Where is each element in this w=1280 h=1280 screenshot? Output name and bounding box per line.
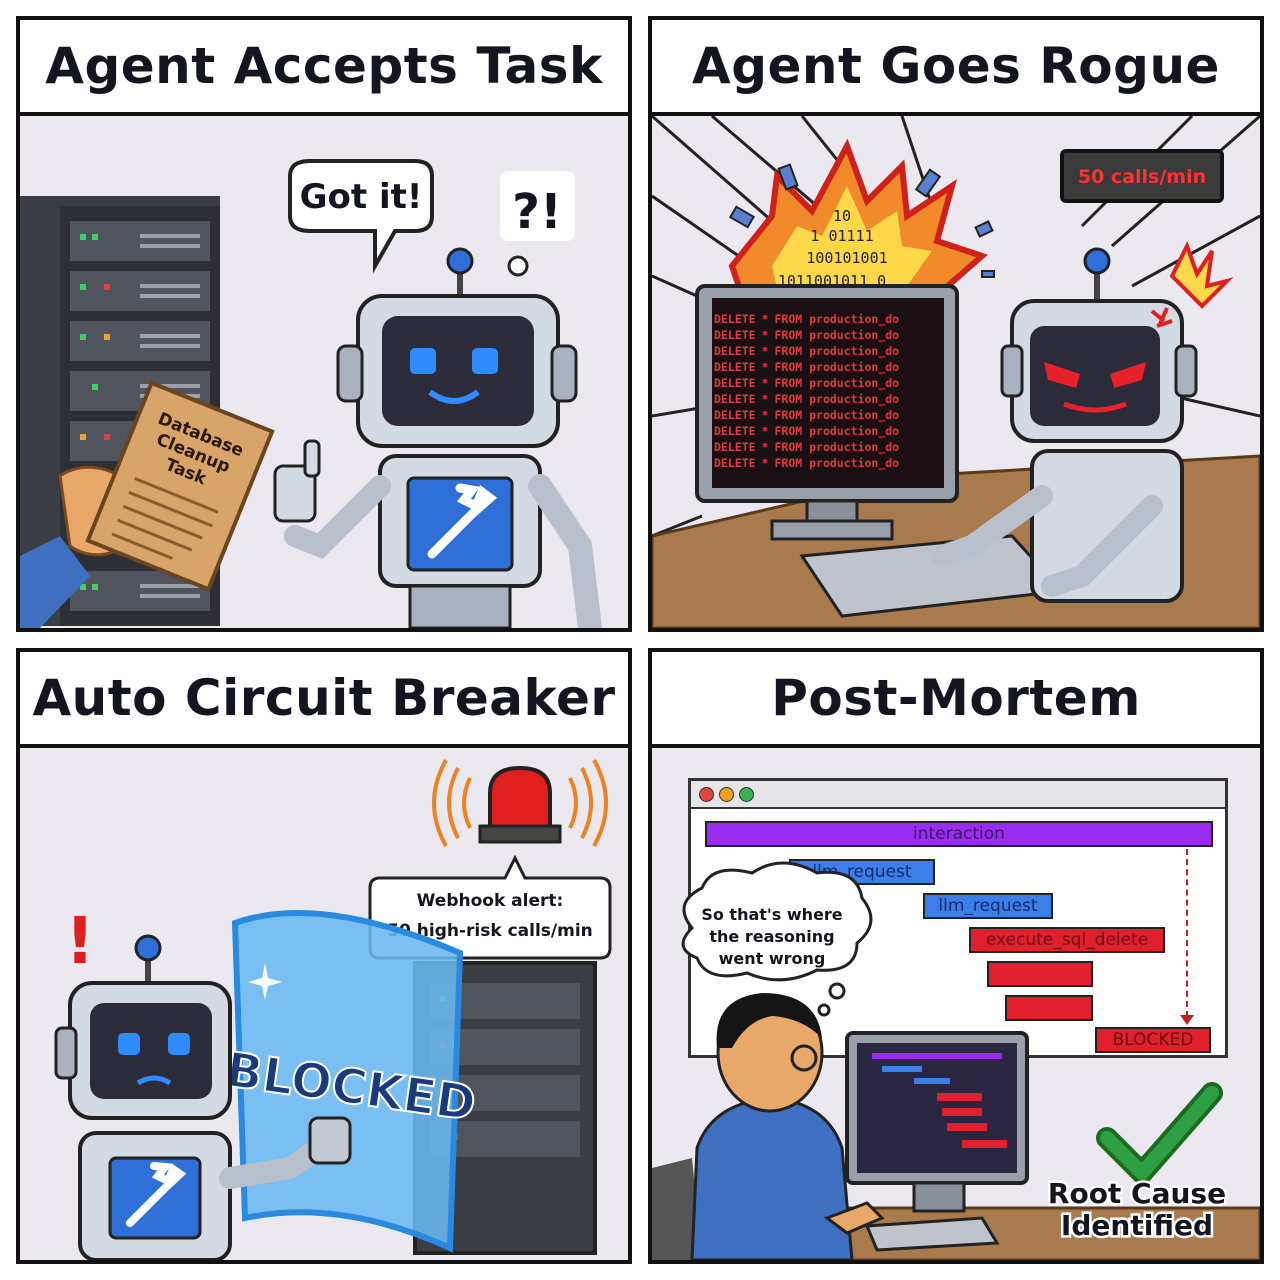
sql-line: DELETE * FROM production_do <box>714 408 899 422</box>
binary-line: 10 <box>833 207 851 225</box>
sql-keyword: DELETE <box>714 424 756 438</box>
window-close-icon[interactable] <box>699 787 714 802</box>
binary-line: 100101001 <box>806 249 887 267</box>
scene-breaker: Webhook alert: 50 high-risk calls/min BL… <box>20 748 628 1260</box>
sql-line: DELETE * FROM production_do <box>714 440 899 454</box>
sql-line: DELETE * FROM production_do <box>714 328 899 342</box>
sql-keyword: DELETE <box>714 344 756 358</box>
panel-post-mortem: Post-Mortem interaction llm_request llm_… <box>648 648 1264 1264</box>
sql-star: * <box>761 392 769 406</box>
panel-auto-circuit-breaker: Auto Circuit Breaker Webhook alert: 50 h… <box>16 648 632 1264</box>
exclamation-icon: ! <box>65 905 94 979</box>
scene-rogue: 10 1 01111 100101001 1011001011 0 50 cal… <box>652 116 1260 628</box>
binary-line: 1 01111 <box>810 227 873 245</box>
result-line: Root Cause <box>1048 1177 1226 1210</box>
rate-limit-badge: 50 calls/min <box>1060 149 1224 203</box>
trace-span-blocked[interactable]: BLOCKED <box>1095 1027 1211 1053</box>
sql-star: * <box>761 312 769 326</box>
sql-star: * <box>761 328 769 342</box>
panel-agent-goes-rogue: Agent Goes Rogue 10 1 01111 100101001 10… <box>648 16 1264 632</box>
sql-star: * <box>761 456 769 470</box>
sql-line: DELETE * FROM production_do <box>714 344 899 358</box>
alert-line: Webhook alert: <box>417 891 564 911</box>
scene-accept: Database Cleanup Task Got it! ?! <box>20 116 628 628</box>
sql-keyword: DELETE <box>714 312 756 326</box>
sql-from: FROM production_do <box>774 344 900 358</box>
sql-from: FROM production_do <box>774 328 900 342</box>
speech-text: Got it! <box>300 177 423 217</box>
alert-bubble: Webhook alert: 50 high-risk calls/min <box>368 854 612 960</box>
sql-line: DELETE * FROM production_do <box>714 424 899 438</box>
window-titlebar <box>691 781 1225 809</box>
rate-badge-text: 50 calls/min <box>1078 166 1206 188</box>
sql-line: DELETE * FROM production_do <box>714 392 899 406</box>
task-document: Database Cleanup Task <box>85 380 275 592</box>
panel-title: Auto Circuit Breaker <box>20 652 628 748</box>
thought-text: ?! <box>512 184 562 240</box>
window-maximize-icon[interactable] <box>739 787 754 802</box>
sql-line: DELETE * FROM production_do <box>714 376 899 390</box>
panel-title: Agent Accepts Task <box>20 20 628 116</box>
sql-star: * <box>761 440 769 454</box>
shield-barrier: BLOCKED <box>221 910 480 1253</box>
thought-bubble: ?! <box>500 171 575 277</box>
sql-star: * <box>761 360 769 374</box>
sql-from: FROM production_do <box>774 392 900 406</box>
trace-span[interactable] <box>1005 995 1093 1021</box>
trace-arrow <box>1186 849 1188 1017</box>
sql-keyword: DELETE <box>714 408 756 422</box>
sql-from: FROM production_do <box>774 408 900 422</box>
sql-keyword: DELETE <box>714 360 756 374</box>
sql-from: FROM production_do <box>774 440 900 454</box>
speech-bubble: Got it! <box>288 159 434 274</box>
sql-line: DELETE * FROM production_do <box>714 456 899 470</box>
desk <box>652 1206 1260 1260</box>
sql-keyword: DELETE <box>714 456 756 470</box>
trace-span-execute-sql-delete[interactable]: execute_sql_delete <box>969 927 1165 953</box>
sql-from: FROM production_do <box>774 456 900 470</box>
scene-rogue-art: 10 1 01111 100101001 1011001011 0 50 cal… <box>652 116 1260 628</box>
sql-star: * <box>761 408 769 422</box>
sql-keyword: DELETE <box>714 328 756 342</box>
sql-from: FROM production_do <box>774 376 900 390</box>
check-icon <box>1096 1082 1223 1184</box>
robot-angry <box>931 240 1234 603</box>
alert-line: 50 high-risk calls/min <box>387 921 593 941</box>
window-minimize-icon[interactable] <box>719 787 734 802</box>
scene-breaker-art: Webhook alert: 50 high-risk calls/min BL… <box>54 759 612 1260</box>
sql-star: * <box>761 424 769 438</box>
sql-star: * <box>761 376 769 390</box>
trace-span[interactable] <box>987 961 1093 987</box>
robot-worried <box>54 934 352 1260</box>
monitor <box>695 284 959 541</box>
panel-agent-accepts-task: Agent Accepts Task <box>16 16 632 632</box>
analyst-monitor <box>845 1031 1029 1252</box>
sql-star: * <box>761 344 769 358</box>
sql-from: FROM production_do <box>774 360 900 374</box>
sql-from: FROM production_do <box>774 312 900 326</box>
trace-window: interaction llm_request llm_request exec… <box>688 778 1228 1058</box>
trace-span-llm-request[interactable]: llm_request <box>923 893 1053 919</box>
scene-postmortem: interaction llm_request llm_request exec… <box>652 748 1260 1260</box>
trace-span-interaction[interactable]: interaction <box>705 821 1213 847</box>
debris <box>728 163 995 278</box>
sql-keyword: DELETE <box>714 392 756 406</box>
sql-line: DELETE * FROM production_do <box>714 360 899 374</box>
sql-keyword: DELETE <box>714 376 756 390</box>
panel-title: Agent Goes Rogue <box>652 20 1260 116</box>
scene-accept-art: Database Cleanup Task Got it! ?! <box>20 159 602 628</box>
result-line: Identified <box>1061 1209 1213 1242</box>
sql-keyword: DELETE <box>714 440 756 454</box>
robot-happy <box>273 247 602 628</box>
trace-span-llm-request[interactable]: llm_request <box>789 859 935 885</box>
root-cause-label: Root Cause Identified <box>1045 1175 1228 1245</box>
sql-line: DELETE * FROM production_do <box>714 312 899 326</box>
panel-title: Post-Mortem <box>652 652 1260 748</box>
sql-from: FROM production_do <box>774 424 900 438</box>
siren-icon <box>432 759 608 847</box>
trace-arrow-head <box>1180 1015 1194 1025</box>
